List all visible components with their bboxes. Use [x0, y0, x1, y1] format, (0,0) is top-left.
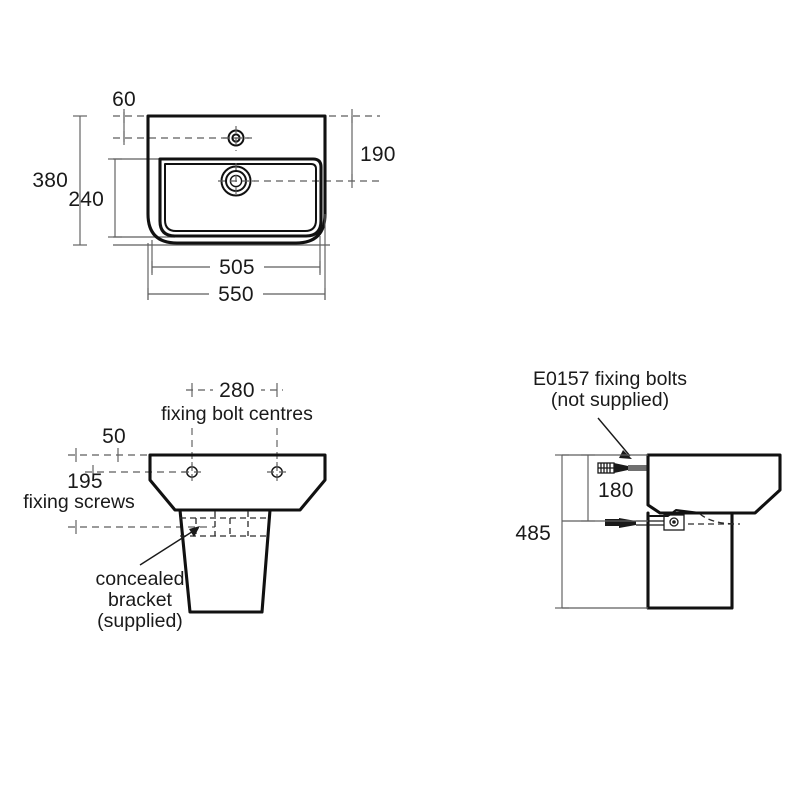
front-pedestal-outline [178, 508, 272, 614]
dim-side-180: 180 [581, 454, 644, 522]
side-basin-outline [646, 453, 782, 515]
plan-bowl-inner-outline [164, 163, 317, 232]
dim-front-195: 195 [67, 465, 215, 534]
dim-label-380: 380 [32, 169, 68, 192]
front-elevation-view: 280 fixing bolt centres 50 195 fixin [23, 378, 327, 632]
dim-label-485: 485 [515, 522, 551, 545]
dim-plan-380: 380 [32, 115, 87, 246]
plan-view: 60 380 240 190 [32, 88, 395, 306]
note-bracket-line1: concealed [96, 568, 185, 590]
note-fixing-bolt-centres: fixing bolt centres [161, 403, 313, 425]
front-fixing-hole-left [182, 462, 202, 482]
leader-fixing-bolts [597, 417, 632, 459]
leader-concealed-bracket [139, 526, 200, 566]
dim-front-50: 50 [68, 425, 160, 462]
side-fixing-bolt-upper [597, 462, 648, 474]
side-fixing-bolt-lower [605, 514, 685, 531]
dim-label-195: 195 [67, 470, 103, 493]
plan-tap-hole [223, 126, 249, 151]
dim-label-505: 505 [219, 256, 255, 279]
side-concealed-bracket [688, 513, 740, 525]
dim-plan-240: 240 [68, 158, 122, 238]
front-basin-outline [148, 453, 327, 512]
dim-label-60: 60 [112, 88, 136, 111]
side-pedestal-outline [646, 511, 734, 610]
note-bracket-line2: bracket [108, 589, 173, 611]
plan-bowl-outline [158, 157, 323, 238]
dim-plan-190: 190 [351, 116, 396, 181]
plan-construction-lines [113, 109, 380, 246]
note-fixing-bolts-line2: (not supplied) [551, 389, 669, 411]
front-fixing-hole-right [267, 462, 287, 482]
dim-label-190: 190 [360, 143, 396, 166]
note-fixing-bolts-line1: E0157 fixing bolts [533, 368, 687, 390]
dim-plan-550: 550 [147, 214, 326, 306]
dim-label-550: 550 [218, 283, 254, 306]
dim-plan-60: 60 [112, 88, 136, 142]
dim-label-50: 50 [102, 425, 126, 448]
dim-plan-505: 505 [151, 236, 321, 279]
note-fixing-screws: fixing screws [23, 491, 135, 513]
dim-side-485: 485 [515, 454, 569, 609]
side-elevation-view: E0157 fixing bolts (not supplied) [515, 368, 782, 610]
dim-label-240: 240 [68, 188, 104, 211]
dim-label-280: 280 [219, 379, 255, 402]
dim-label-180: 180 [598, 479, 634, 502]
plan-waste-outlet [218, 163, 255, 199]
dim-front-280: 280 [186, 378, 283, 402]
side-pedestal-lip [649, 509, 733, 517]
note-bracket-line3: (supplied) [97, 610, 183, 632]
